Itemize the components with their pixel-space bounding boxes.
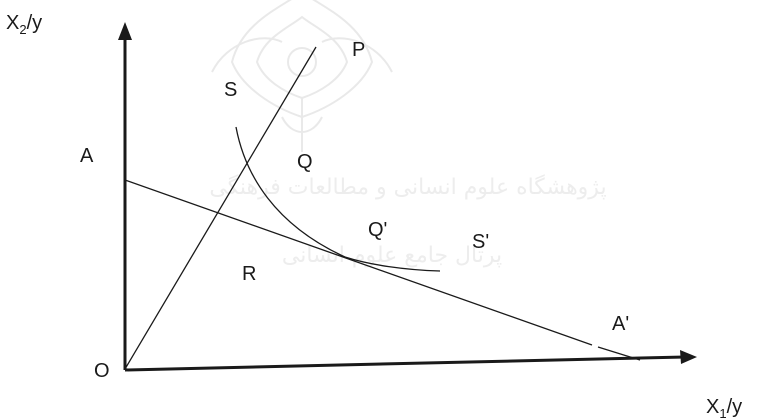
point-label-a-prime: A' xyxy=(612,313,629,335)
isocost-line-aa-tail xyxy=(597,346,641,361)
point-label-s-prime: S' xyxy=(472,231,489,253)
isoquant-curve-ss xyxy=(235,126,441,272)
point-label-a: A xyxy=(80,145,94,167)
point-label-s: S xyxy=(224,79,237,101)
svg-text:X2/y: X2/y xyxy=(6,12,42,37)
point-label-p: P xyxy=(352,39,365,61)
y-axis-label-sub: 2 xyxy=(19,22,26,37)
watermark-line-1: پژوهشگاه علوم انسانی و مطالعات فرهنگی xyxy=(209,174,606,200)
x-axis-arrow-icon xyxy=(680,350,697,364)
point-label-origin: O xyxy=(94,360,110,382)
svg-text:X1/y: X1/y xyxy=(706,396,742,419)
x-axis-label-main: X xyxy=(706,396,719,418)
watermark: پژوهشگاه علوم انسانی و مطالعات فرهنگی پر… xyxy=(209,0,607,268)
ray-op xyxy=(124,46,317,370)
y-axis-label: X2/y xyxy=(6,12,42,37)
y-axis-label-main: X xyxy=(6,12,19,34)
x-axis-label: X1/y xyxy=(706,396,742,419)
x-axis-label-sub: 1 xyxy=(719,406,726,419)
y-axis-label-tail: /y xyxy=(27,12,43,34)
y-axis-arrow-icon xyxy=(118,22,132,40)
x-axis xyxy=(124,355,686,372)
x-axis-label-tail: /y xyxy=(727,396,743,418)
watermark-line-2: پرتال جامع علوم انسانی xyxy=(282,243,502,268)
point-label-r: R xyxy=(242,263,256,285)
isocost-line-aa-segment xyxy=(124,179,593,346)
watermark-emblem xyxy=(211,0,393,152)
point-label-q: Q xyxy=(297,151,313,173)
point-label-q-prime: Q' xyxy=(368,219,387,241)
